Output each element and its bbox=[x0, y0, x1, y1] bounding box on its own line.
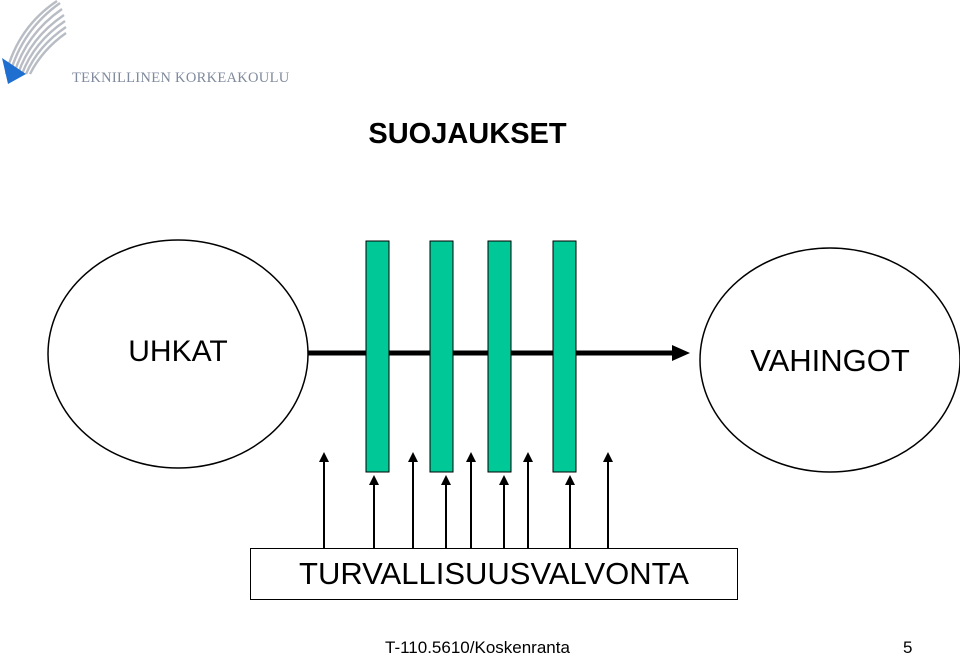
monitoring-arrow-3 bbox=[408, 452, 418, 548]
monitoring-arrow-5 bbox=[466, 452, 476, 548]
damages-label: VAHINGOT bbox=[750, 343, 910, 378]
barrier-3 bbox=[487, 240, 512, 473]
monitoring-arrow-1 bbox=[319, 452, 329, 548]
monitoring-arrow-4 bbox=[441, 475, 451, 548]
threats-label: UHKAT bbox=[128, 335, 228, 368]
monitoring-arrow-2 bbox=[369, 475, 379, 548]
monitoring-box: TURVALLISUUSVALVONTA bbox=[250, 548, 738, 600]
damages-circle bbox=[699, 247, 960, 473]
institution-name: TEKNILLINEN KORKEAKOULU bbox=[72, 70, 290, 86]
monitoring-arrows bbox=[319, 452, 613, 548]
page-number: 5 bbox=[903, 638, 913, 657]
monitoring-arrow-9 bbox=[603, 452, 613, 548]
monitoring-arrow-6 bbox=[499, 475, 509, 548]
threat-flow-arrowhead bbox=[672, 345, 690, 361]
slide-title: SUOJAUKSET bbox=[368, 118, 567, 150]
monitoring-arrow-7 bbox=[523, 452, 533, 548]
barrier-4 bbox=[552, 240, 577, 473]
barrier-group bbox=[365, 240, 577, 473]
monitoring-label: TURVALLISUUSVALVONTA bbox=[299, 556, 689, 591]
monitoring-arrow-8 bbox=[565, 475, 575, 548]
barrier-1 bbox=[365, 240, 390, 473]
university-logo bbox=[2, 0, 67, 84]
barrier-2 bbox=[429, 240, 454, 473]
footer-course-code: T-110.5610/Koskenranta bbox=[385, 638, 570, 657]
